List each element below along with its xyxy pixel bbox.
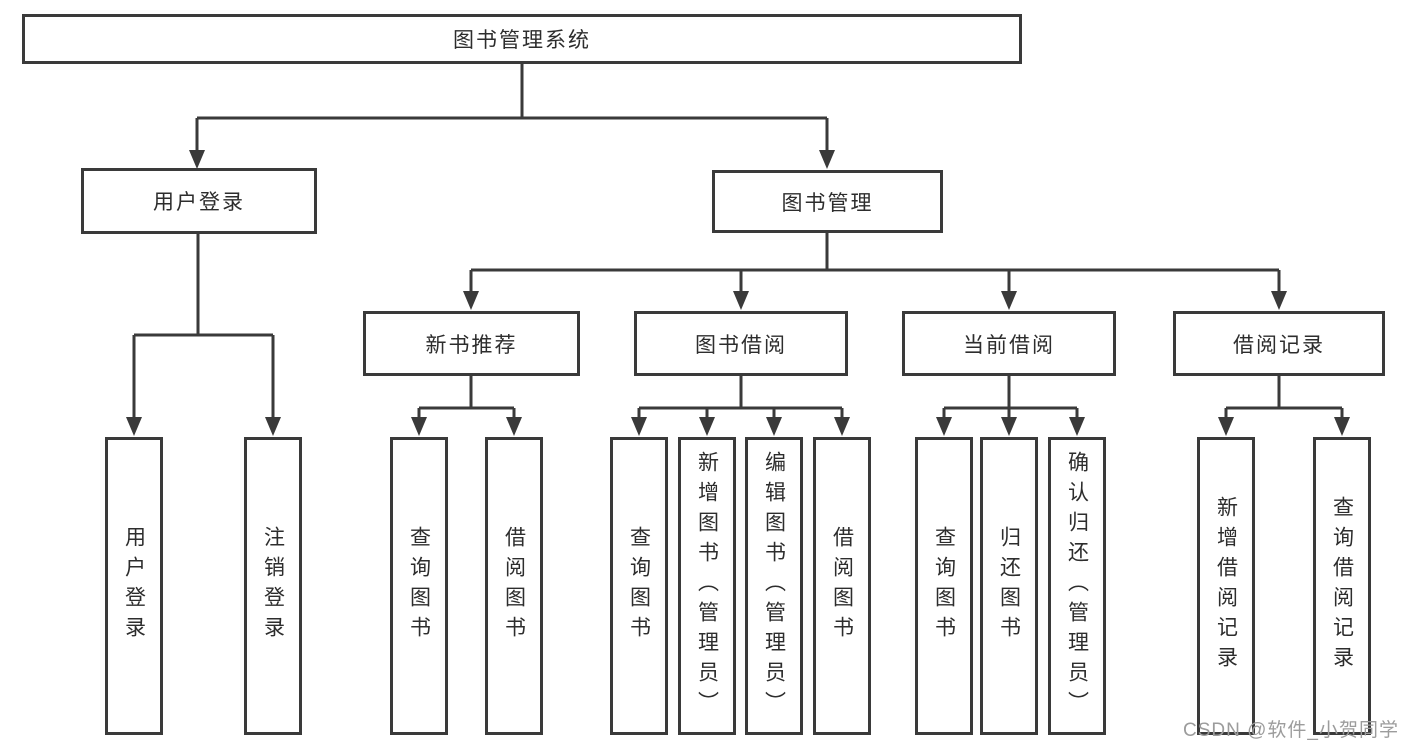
node-label: 归还图书	[997, 526, 1021, 646]
node-label: 借阅图书	[502, 526, 526, 646]
node-label: 新增图书（管理员）	[695, 451, 719, 721]
node-label: 查询图书	[932, 526, 956, 646]
connector-borrowing-records-to-leaves	[1218, 376, 1350, 436]
node-label: 当前借阅	[963, 333, 1055, 357]
node-borrowing-records: 借阅记录	[1173, 311, 1385, 376]
node-label: 图书管理系统	[453, 29, 591, 52]
leaf-borrowing-query-books: 查询图书	[610, 437, 668, 735]
node-label: 图书管理	[781, 191, 874, 215]
node-new-book-recommend: 新书推荐	[363, 311, 580, 376]
node-label: 图书借阅	[695, 333, 787, 357]
leaf-current-return-books: 归还图书	[980, 437, 1038, 735]
leaf-newrec-borrow-books: 借阅图书	[485, 437, 543, 735]
node-library-management-system: 图书管理系统	[22, 14, 1022, 64]
connector-new-book-recommend-to-leaves	[411, 376, 522, 436]
node-label: 注销登录	[261, 526, 285, 646]
node-label: 新增借阅记录	[1214, 496, 1238, 676]
node-book-management-branch: 图书管理	[712, 170, 943, 233]
leaf-records-add-borrow-record: 新增借阅记录	[1197, 437, 1255, 735]
leaf-borrowing-edit-books-admin: 编辑图书（管理员）	[745, 437, 803, 735]
node-user-login-branch: 用户登录	[81, 168, 317, 234]
node-label: 借阅记录	[1233, 333, 1325, 357]
connector-current-borrowing-to-leaves	[936, 376, 1085, 436]
node-book-borrowing: 图书借阅	[634, 311, 848, 376]
node-label: 新书推荐	[425, 333, 518, 357]
node-label: 用户登录	[153, 191, 245, 214]
connector-book-management-to-modules	[463, 233, 1287, 310]
leaf-current-confirm-return-admin: 确认归还（管理员）	[1048, 437, 1106, 735]
node-current-borrowing: 当前借阅	[902, 311, 1116, 376]
leaf-records-query-borrow-record: 查询借阅记录	[1313, 437, 1371, 735]
node-label: 借阅图书	[830, 526, 854, 646]
node-label: 用户登录	[122, 526, 146, 646]
leaf-borrowing-borrow-books: 借阅图书	[813, 437, 871, 735]
leaf-newrec-query-books: 查询图书	[390, 437, 448, 735]
node-label: 查询图书	[627, 526, 651, 646]
connector-book-borrowing-to-leaves	[631, 376, 850, 436]
leaf-logout: 注销登录	[244, 437, 302, 735]
connector-root-to-branches	[189, 64, 835, 169]
leaf-current-query-books: 查询图书	[915, 437, 973, 735]
csdn-watermark: CSDN @软件_小贺同学	[1183, 720, 1399, 741]
leaf-user-login: 用户登录	[105, 437, 163, 735]
node-label: 编辑图书（管理员）	[762, 451, 786, 721]
node-label: 查询图书	[407, 526, 431, 646]
leaf-borrowing-add-books-admin: 新增图书（管理员）	[678, 437, 736, 735]
connector-user-login-to-leaves	[126, 234, 281, 436]
node-label: 确认归还（管理员）	[1065, 451, 1089, 721]
node-label: 查询借阅记录	[1330, 496, 1354, 676]
